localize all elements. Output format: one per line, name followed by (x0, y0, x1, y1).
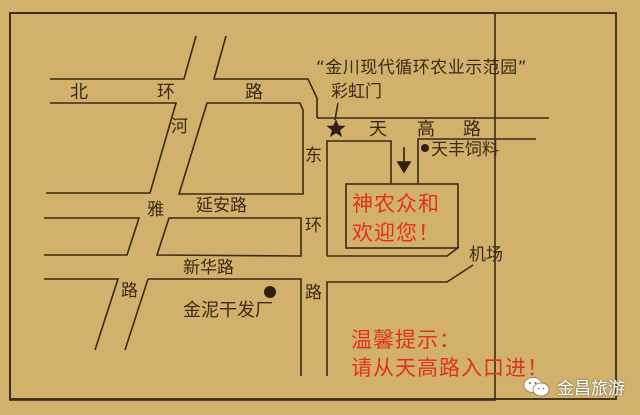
road-edge (50, 35, 197, 80)
road-label-east-ring-3: 路 (305, 283, 322, 303)
gate-name-label: 彩虹门 (331, 82, 382, 102)
road-edge (326, 264, 474, 376)
road-edge (148, 278, 302, 376)
road-label-heya-2: 雅 (147, 200, 164, 220)
landmark-jinni-label: 金泥干发厂 (183, 300, 273, 321)
outer-frame (9, 12, 617, 400)
road-edge (327, 246, 460, 257)
road-edge (212, 35, 318, 118)
landmark-airport-label: 机场 (469, 245, 503, 265)
road-label-north-ring-3: 路 (245, 82, 263, 103)
gate-pointer (334, 102, 339, 121)
destination-line2: 欢迎您！ (352, 221, 440, 245)
road-label-yanan: 延安路 (196, 196, 247, 216)
road-label-heya-1: 河 (171, 117, 188, 137)
road-label-tiangao-1: 天 (369, 119, 387, 140)
road-label-xinhua: 新华路 (183, 258, 234, 278)
city-block (177, 102, 304, 195)
road-label-north-ring-1: 北 (70, 82, 88, 103)
road-edge (46, 102, 178, 194)
road-label-east-ring-1: 东 (305, 146, 322, 166)
destination-line1: 神农众和 (352, 192, 440, 216)
road-label-tiangao-2: 高 (417, 119, 435, 140)
road-label-north-ring-2: 环 (157, 82, 175, 103)
wechat-icon (523, 376, 550, 396)
landmark-tianfeng-label: 天丰饲料 (431, 140, 499, 160)
notice-title: 温馨提示： (351, 328, 461, 352)
park-name-label: “金川现代循环农业示范园” (316, 58, 528, 78)
destination-box (345, 183, 459, 249)
watermark: 金昌旅游 (523, 374, 625, 399)
star-icon (326, 119, 346, 137)
road-label-heya-3: 路 (121, 281, 138, 301)
road-edge (417, 138, 536, 184)
road-label-east-ring-2: 环 (305, 216, 322, 236)
road-edge (124, 278, 149, 351)
road-label-tiangao-3: 路 (463, 119, 481, 140)
road-edge (44, 217, 141, 256)
dot-icon (421, 144, 429, 152)
road-edge (44, 278, 120, 351)
dot-icon (264, 286, 276, 298)
notice-text: 请从天高路入口进！ (351, 356, 549, 380)
arrow-down-icon (396, 147, 412, 174)
watermark-text: 金昌旅游 (557, 379, 625, 399)
road-edge (326, 140, 392, 256)
city-block (155, 217, 302, 257)
